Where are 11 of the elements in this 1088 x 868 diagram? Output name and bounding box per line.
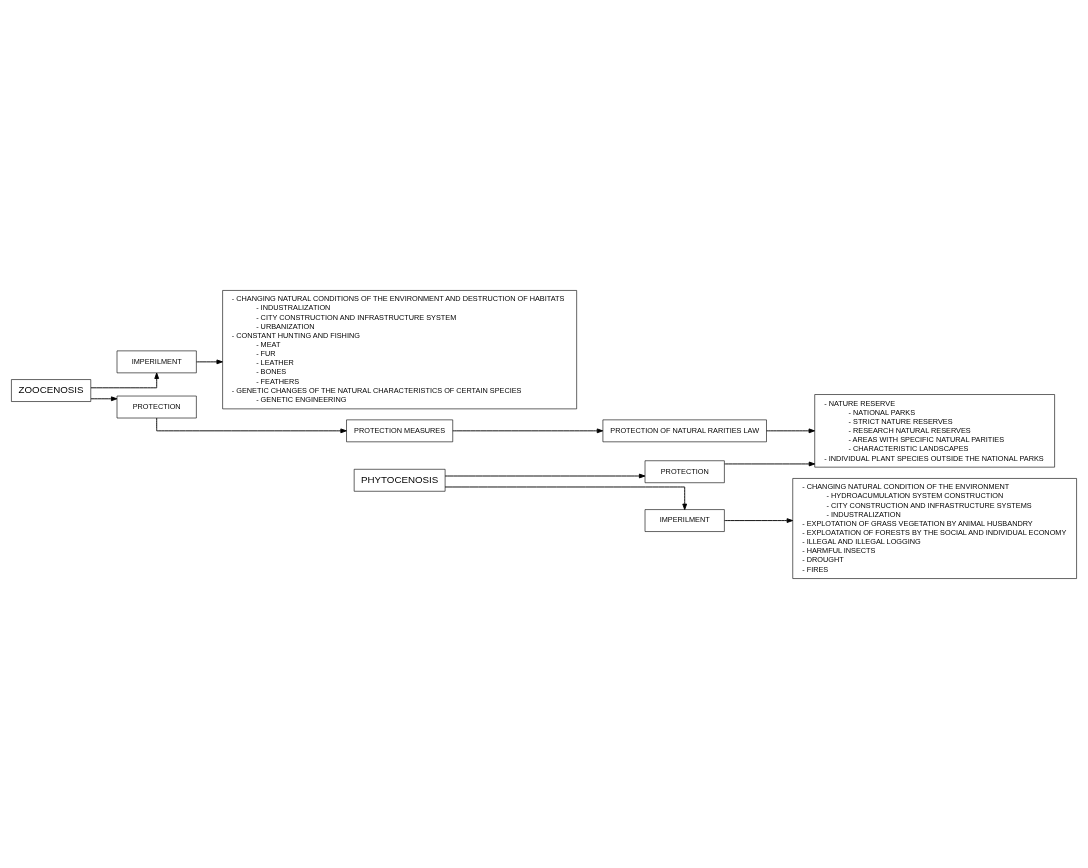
- arrow: [444, 473, 646, 478]
- arrow: [452, 427, 604, 433]
- arrow: [196, 359, 223, 364]
- arrow: [444, 486, 688, 510]
- node-box: ZOOCENOSIS: [11, 378, 92, 402]
- arrow: [766, 427, 815, 433]
- node-box: PHYTOCENOSIS: [353, 468, 446, 492]
- arrow: [90, 372, 160, 388]
- arrow: [90, 395, 118, 401]
- arrow: [724, 517, 794, 523]
- arrow: [724, 461, 816, 466]
